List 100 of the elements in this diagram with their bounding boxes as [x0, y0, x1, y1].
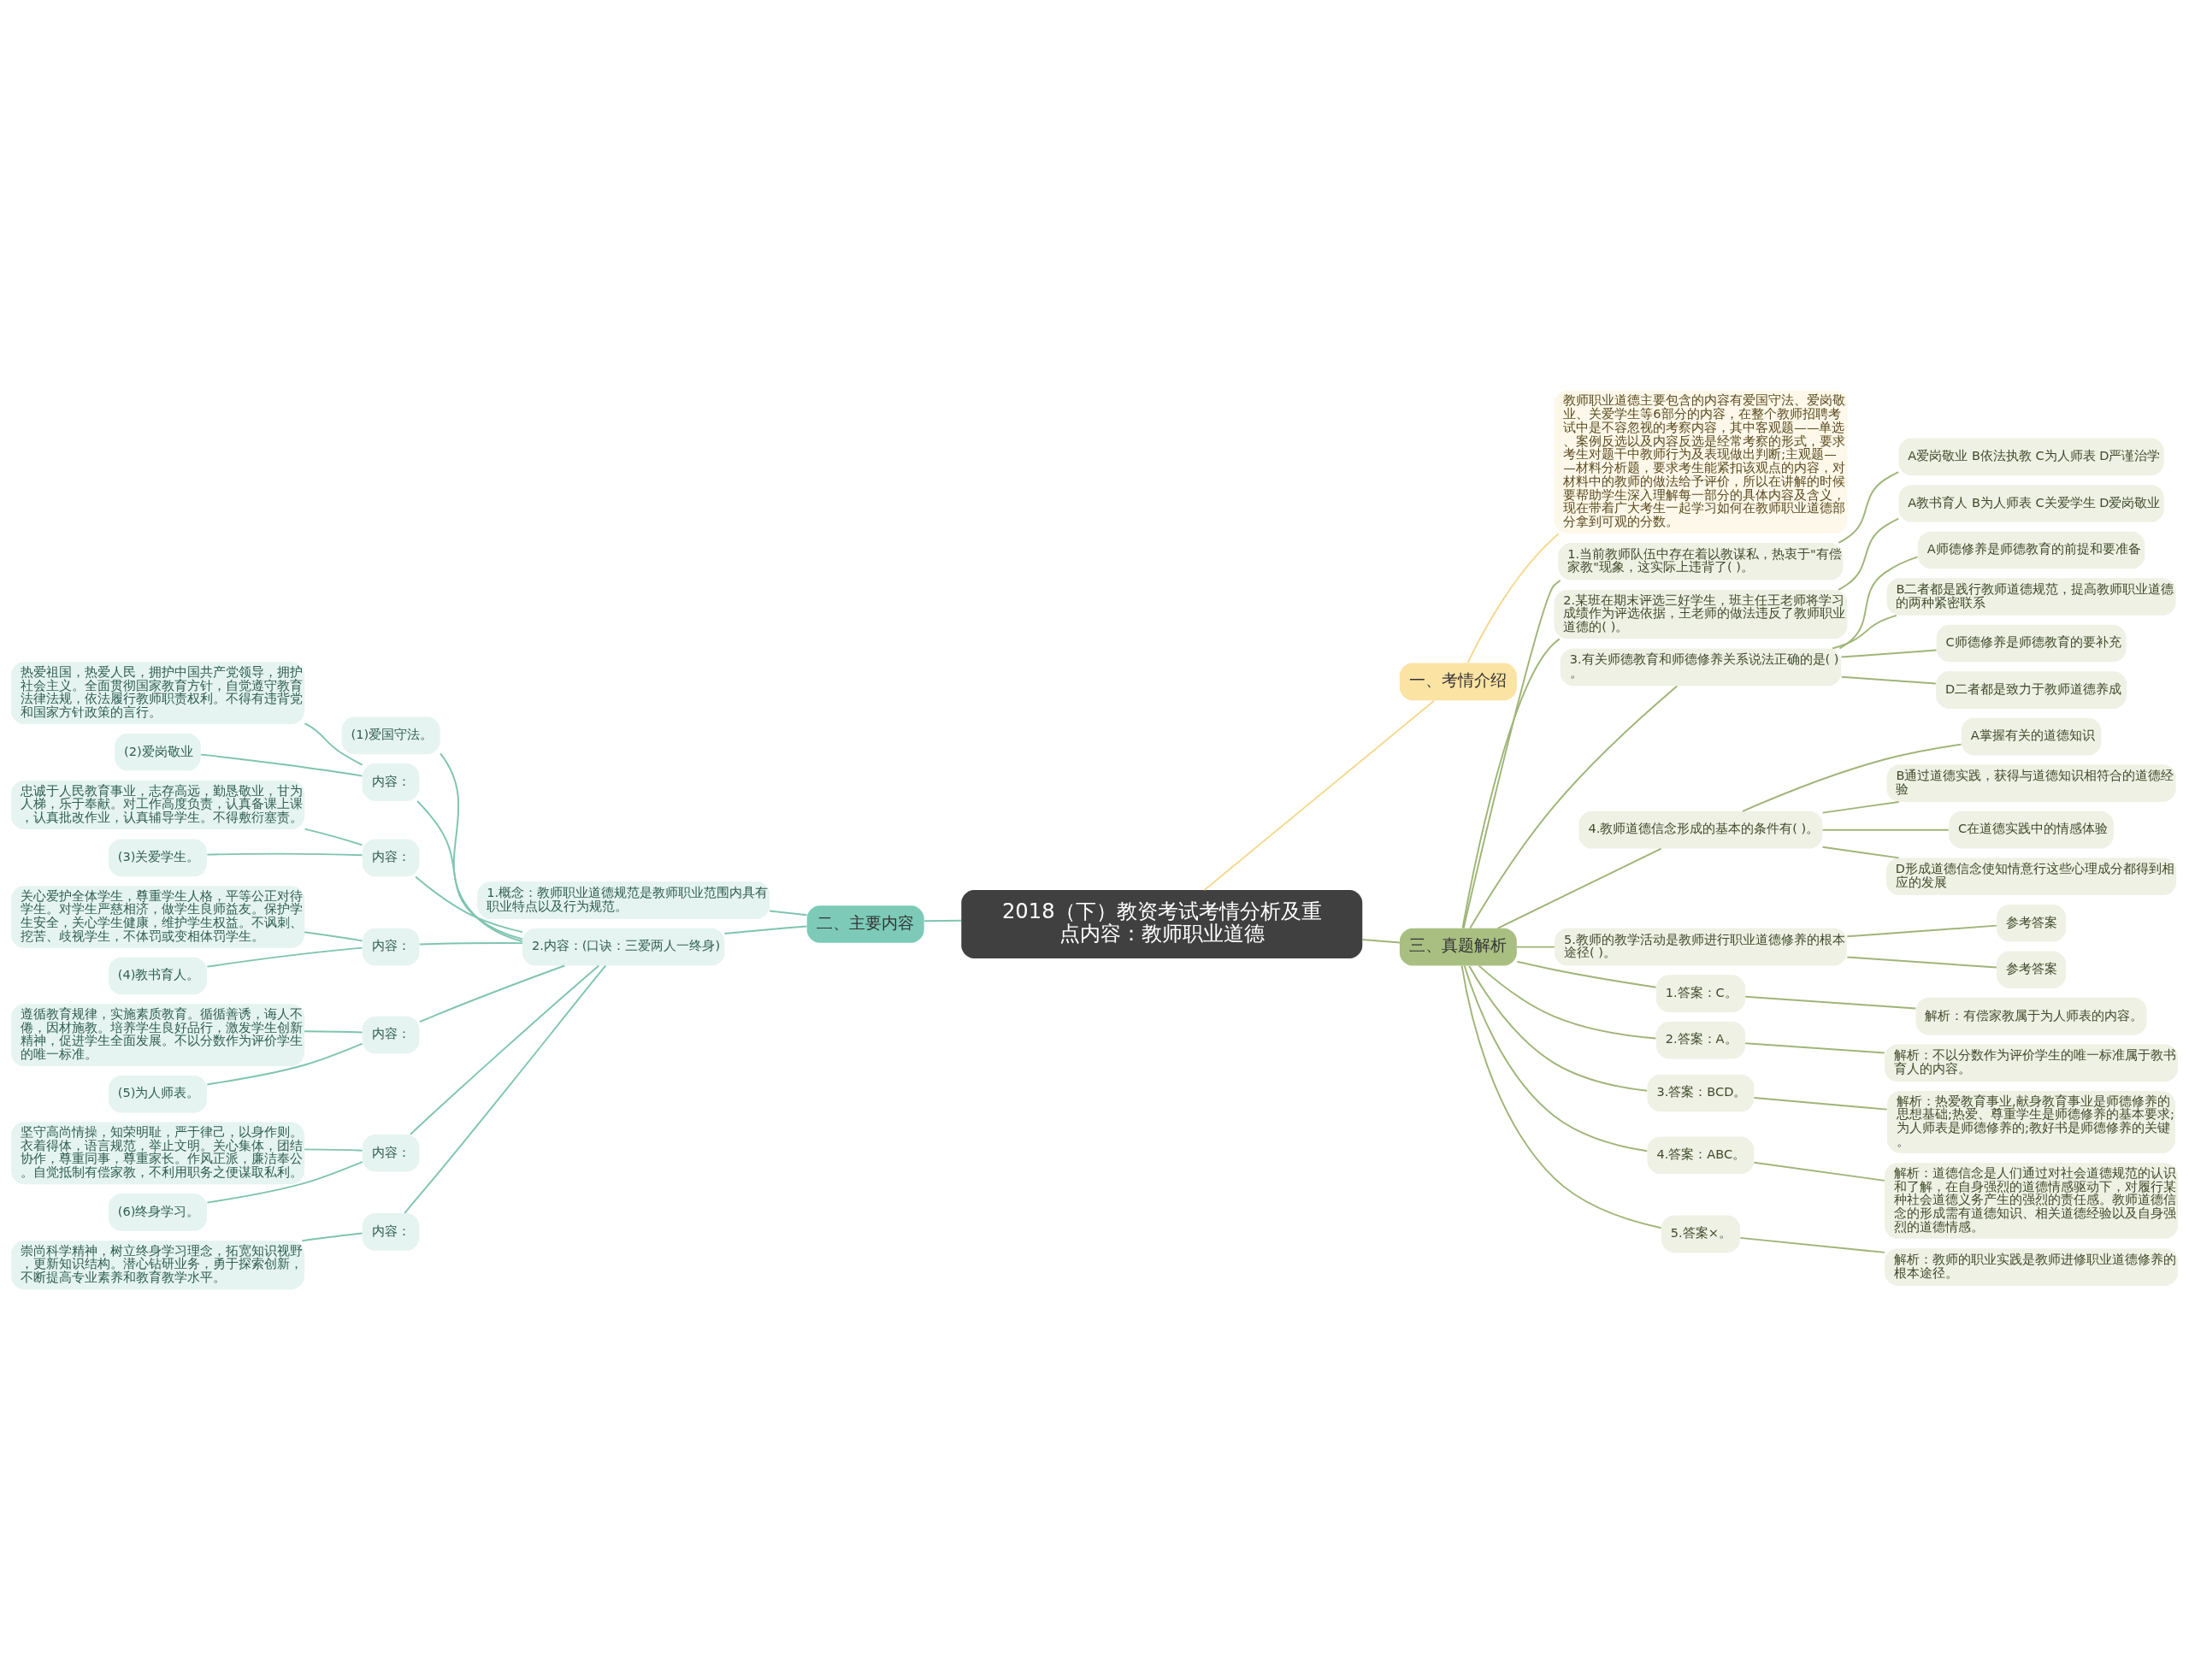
node-box: 3.答案：BCD。 [1647, 1074, 1755, 1112]
node-box: (2)爱岗敬业 [115, 734, 201, 771]
node-box: 参考答案 [1996, 951, 2067, 989]
connector [418, 942, 523, 946]
node-box: A掌握有关的道德知识 [1961, 717, 2102, 756]
connector [1744, 1042, 1885, 1054]
connector [1361, 939, 1401, 944]
node-box: 二、主要内容 [806, 905, 924, 943]
node-box: 教师职业道德主要包含的内容有爱国守法、爱岗敬业、关爱学生等6部分的内容，在整个教师招聘考试中是不容忽视的考察内容，其中客观题——单选、案例反选以及内容反选是经常考察的形式，要求考生对题干中教师行为及表现做出判断;主观题——材料分析题，要求考生能紧扣该观点的内容，对材料中的教师的做法给予评价，所以在讲解的时候要帮助学生深入理解每一部分的具体内容及含义，现在带着广大考生一起学习如何在教师职业道德部分拿到可观的分数。 [1554, 390, 1848, 534]
node-box: 内容： [362, 1016, 420, 1054]
node-box: 内容： [362, 928, 420, 966]
node-box: 解析：教师的职业实践是教师进修职业道德修养的根本途径。 [1885, 1248, 2178, 1286]
connector [409, 964, 600, 1135]
connector [304, 1148, 363, 1152]
connector [304, 931, 363, 942]
node-box: B通过道德实践，获得与道德知识相符合的道德经验 [1886, 764, 2176, 802]
node-box: 2018（下）教资考试考情分析及重点内容：教师职业道德 [961, 889, 1363, 958]
node-box: C师德修养是师德教育的要补充 [1936, 624, 2127, 663]
node-box: 忠诚于人民教育事业，志存高远，勤恳敬业，甘为人梯，乐于奉献。对工作高度负责，认真备课上课，认真批改作业，认真辅导学生。不得敷衍塞责。 [11, 781, 304, 830]
connector [1739, 1236, 1885, 1253]
node-box: 关心爱护全体学生，尊重学生人格，平等公正对待学生。对学生严慈相济，做学生良师益友。保护学生安全，关心学生健康，维护学生权益。不讽刺、挖苦、歧视学生，不体罚或变相体罚学生。 [11, 886, 304, 948]
connector [1469, 685, 1679, 929]
connector [206, 946, 363, 968]
connector [1846, 924, 1997, 938]
node-box: (1)爱国守法。 [341, 716, 440, 755]
node-box: B二者都是践行教师道德规范，提高教师职业道德的两种紧密联系 [1886, 578, 2176, 616]
node-box: 解析：热爱教育事业,献身教育事业是师德修养的思想基础;热爱、尊重学生是师德修养的基本要求;为人师表是师德修养的;教好书是师德修养的关键。 [1887, 1091, 2175, 1153]
node-box: (3)关爱学生。 [108, 839, 208, 877]
connector [1515, 946, 1555, 948]
connector [1462, 579, 1561, 929]
connector [1821, 828, 1950, 831]
connector [304, 1030, 363, 1034]
node-box: 热爱祖国，热爱人民，拥护中国共产党领导，拥护社会主义。全面贯彻国家教育方针，自觉遵守教育法律法规，依法履行教师职责权利。不得有违背党和国家方针政策的言行。 [11, 662, 304, 725]
node-box: 5.答案×。 [1661, 1215, 1740, 1253]
node-box: (6)终身学习。 [108, 1194, 208, 1231]
node-box: 参考答案 [1996, 904, 2067, 942]
connector [1838, 471, 1900, 544]
node-box: D二者都是致力于教师道德养成 [1936, 671, 2127, 709]
connector [206, 1042, 363, 1086]
node-box: 2.某班在期末评选三好学生，班主任王老师将学习成绩作为评选依据，王老师的做法违反了教师职业道德的( )。 [1554, 590, 1848, 640]
connector [1753, 1161, 1885, 1182]
connector [769, 910, 808, 917]
connector [440, 752, 523, 942]
connector [723, 925, 808, 934]
node-box: 2.答案：A。 [1655, 1021, 1746, 1059]
connector [1838, 517, 1900, 591]
node-box: 内容： [362, 1135, 420, 1172]
node-box: 4.教师道德信念形成的基本的条件有( )。 [1578, 811, 1823, 849]
connector [415, 875, 523, 934]
connector [1821, 846, 1900, 859]
node-box: A爱岗敬业 B依法执教 C为人师表 D严谨治学 [1898, 438, 2164, 476]
node-box: 1.概念：教师职业道德规范是教师职业范围内具有职业特点以及行为规范。 [477, 881, 770, 919]
connector [1838, 556, 1919, 650]
connector [404, 964, 607, 1214]
connector [1753, 1096, 1888, 1111]
node-box: 崇尚科学精神，树立终身学习理念，拓宽知识视野，更新知识结构。潜心钻研业务，勇于探索创新，不断提高专业素养和教育教学水平。 [11, 1241, 304, 1290]
node-box: 内容： [362, 839, 420, 877]
connector [301, 1232, 363, 1242]
node-box: 内容： [362, 1213, 420, 1251]
connector [923, 919, 962, 923]
connector [1468, 964, 1649, 1092]
connector [1516, 960, 1657, 988]
node-box: 遵循教育规律，实施素质教育。循循善诱，诲人不倦，因材施教。培养学生良好品行，激发学生创新精神，促进学生全面发展。不以分数作为评价学生的唯一标准。 [11, 1004, 304, 1066]
node-box: 2.内容：(口诀：三爱两人一终身) [522, 928, 725, 966]
node-box: 内容： [362, 763, 420, 801]
connector [199, 753, 363, 777]
connector [1466, 533, 1560, 664]
connector [416, 800, 523, 940]
node-box: A教书育人 B为人师表 C关爱学生 D爱岗敬业 [1898, 485, 2164, 522]
connector [304, 828, 363, 846]
node-box: (5)为人师表。 [108, 1075, 208, 1113]
connector [1461, 638, 1561, 929]
node-box: 解析：有偿家教属于为人师表的内容。 [1915, 998, 2147, 1035]
node-box: 1.当前教师队伍中存在着以教谋私，热衷于"有偿家教"现象，这实际上违背了( )。 [1558, 543, 1844, 581]
node-box: 3.有关师德教育和师德修养关系说法正确的是( )。 [1560, 648, 1842, 687]
node-box: 5.教师的教学活动是教师进行职业道德修养的根本途径( )。 [1555, 928, 1847, 966]
node-box: A师德修养是师德教育的前提和要准备 [1917, 531, 2145, 569]
connector [206, 1161, 363, 1204]
node-box: C在道德实践中的情感体验 [1949, 811, 2114, 849]
connector [1460, 964, 1662, 1229]
node-box: D形成道德信念使知情意行这些心理成分都得到相应的发展 [1885, 858, 2177, 896]
node-box: 解析：不以分数作为评价学生的唯一标准属于教书育人的内容。 [1885, 1044, 2178, 1082]
connector [1478, 964, 1657, 1040]
connector [418, 964, 566, 1023]
connector [1744, 995, 1917, 1010]
connector [304, 722, 363, 766]
node-box: 1.答案：C。 [1655, 975, 1746, 1012]
connector [1832, 614, 1897, 650]
connector [1846, 956, 1997, 969]
connector [1496, 847, 1662, 929]
connector [1203, 699, 1436, 891]
connector [1742, 743, 1962, 812]
node-box: 4.答案：ABC。 [1647, 1136, 1755, 1175]
node-box: 三、真题解析 [1399, 928, 1517, 966]
connector [1840, 649, 1938, 658]
connector [1821, 801, 1900, 814]
connector [1463, 964, 1649, 1152]
node-box: 解析：道德信念是人们通过对社会道德规范的认识和了解，在自身强烈的道德情感驱动下，对履行某种社会道德义务产生的强烈的责任感。教师道德信念的形成需有道德知识、相关道德经验以及自身强烈的道德情感。 [1885, 1163, 2178, 1239]
connector [206, 852, 363, 857]
connector [1840, 675, 1937, 685]
